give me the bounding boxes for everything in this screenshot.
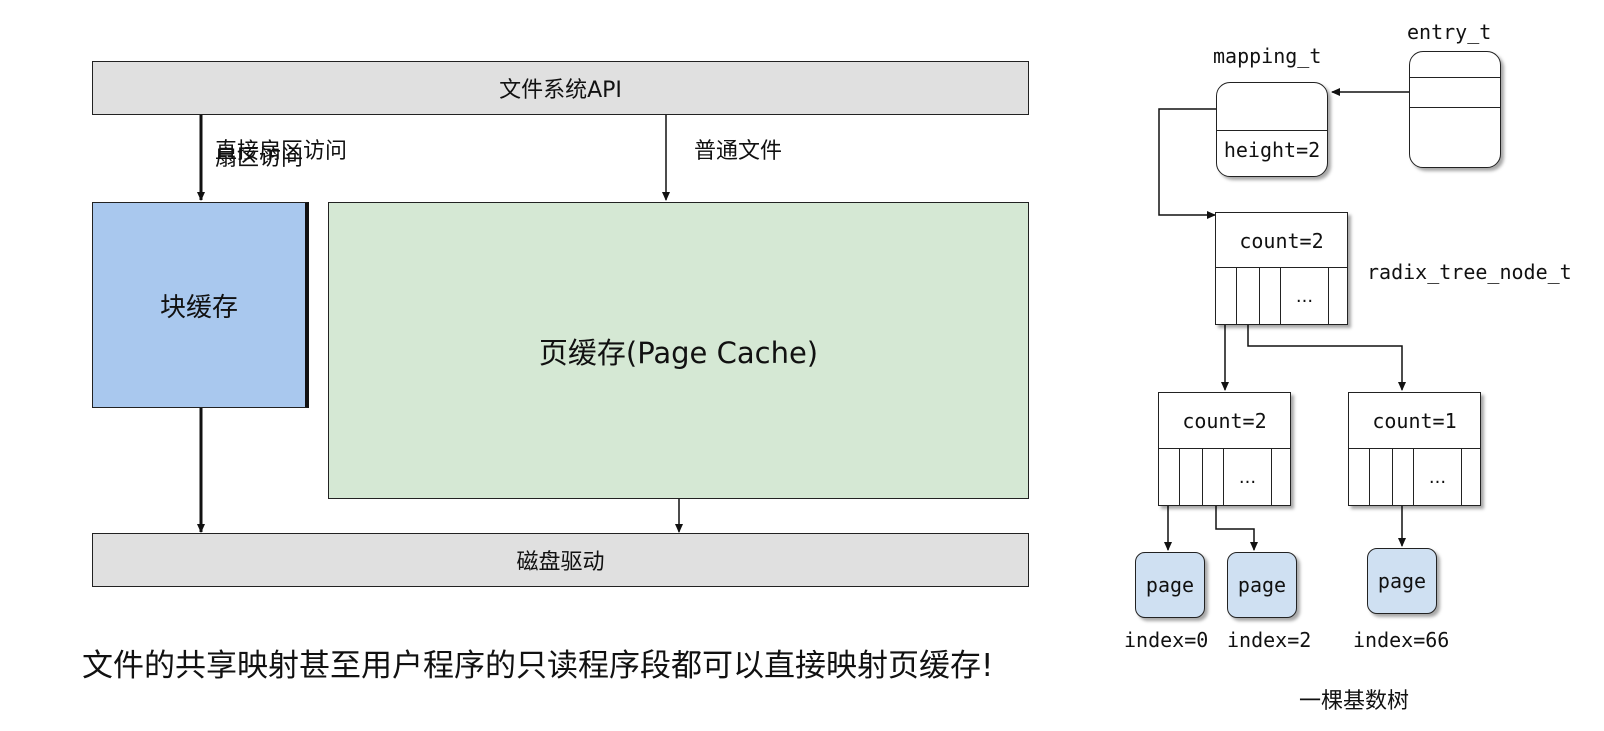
normal-file-label: 普通文件: [694, 139, 783, 164]
index-2-label: index=2: [1227, 628, 1312, 652]
arrow-left-child-to-page2: [1215, 484, 1258, 551]
page-box-index-66: page: [1367, 548, 1437, 614]
right-child-slot-last: [1462, 449, 1480, 505]
entry-t-divider-1: [1410, 77, 1500, 78]
index-0-label: index=0: [1124, 628, 1209, 652]
direct-sector-access-label: 直接扇区访问: [215, 139, 348, 164]
disk-driver-bar: 磁盘驱动: [92, 533, 1029, 587]
radix-left-child-node: count=2 ...: [1158, 392, 1291, 506]
right-child-count-label: count=1: [1372, 409, 1457, 433]
left-child-slot-0: [1159, 449, 1180, 505]
page-box-index-2: page: [1227, 552, 1297, 618]
fs-api-label: 文件系统API: [499, 78, 622, 103]
mapping-t-label: mapping_t: [1213, 44, 1322, 68]
right-child-slot-1: [1370, 449, 1393, 505]
root-count-label: count=2: [1239, 229, 1324, 253]
left-child-slot-1: [1180, 449, 1203, 505]
right-child-slots: ...: [1349, 448, 1480, 505]
disk-driver-label: 磁盘驱动: [516, 550, 605, 575]
fs-api-bar: 文件系统API: [92, 61, 1029, 115]
block-cache-label: 块缓存: [159, 292, 238, 323]
mapping-t-box: height=2: [1216, 82, 1328, 177]
root-slot-0: [1216, 268, 1237, 324]
right-child-slot-0: [1349, 449, 1370, 505]
right-child-slot-ellipsis: ...: [1414, 449, 1462, 505]
radix-tree-node-t-label: radix_tree_node_t: [1367, 260, 1572, 284]
left-child-count-label: count=2: [1182, 409, 1267, 433]
root-slot-last: [1329, 268, 1347, 324]
entry-t-divider-2: [1410, 107, 1500, 108]
page-box-index-0: page: [1135, 552, 1205, 618]
arrow-mapping-to-root: [1158, 108, 1216, 219]
radix-root-node: count=2 ...: [1215, 212, 1348, 325]
left-child-slot-ellipsis: ...: [1224, 449, 1272, 505]
entry-t-label: entry_t: [1407, 20, 1492, 44]
right-child-slot-2: [1393, 449, 1414, 505]
block-cache-box: 块缓存: [92, 202, 309, 408]
root-slot-1: [1237, 268, 1260, 324]
radix-right-child-node: count=1 ...: [1348, 392, 1481, 506]
left-child-slot-last: [1272, 449, 1290, 505]
footnote-text: 文件的共享映射甚至用户程序的只读程序段都可以直接映射页缓存!: [82, 648, 994, 684]
page-cache-label: 页缓存(Page Cache): [538, 335, 819, 370]
mapping-t-divider: [1217, 130, 1327, 131]
sector-access-overlap-label: 扇区访问: [215, 146, 304, 171]
left-child-slot-2: [1203, 449, 1224, 505]
radix-tree-caption: 一棵基数树: [1299, 689, 1410, 714]
mapping-height-label: height=2: [1223, 138, 1321, 162]
root-slots: ...: [1216, 267, 1347, 324]
index-66-label: index=66: [1353, 628, 1450, 652]
entry-t-box: [1409, 51, 1501, 168]
page-cache-box: 页缓存(Page Cache): [328, 202, 1029, 499]
root-slot-2: [1260, 268, 1281, 324]
left-child-slots: ...: [1159, 448, 1290, 505]
root-slot-ellipsis: ...: [1281, 268, 1329, 324]
arrow-root-to-right-child: [1247, 304, 1406, 391]
